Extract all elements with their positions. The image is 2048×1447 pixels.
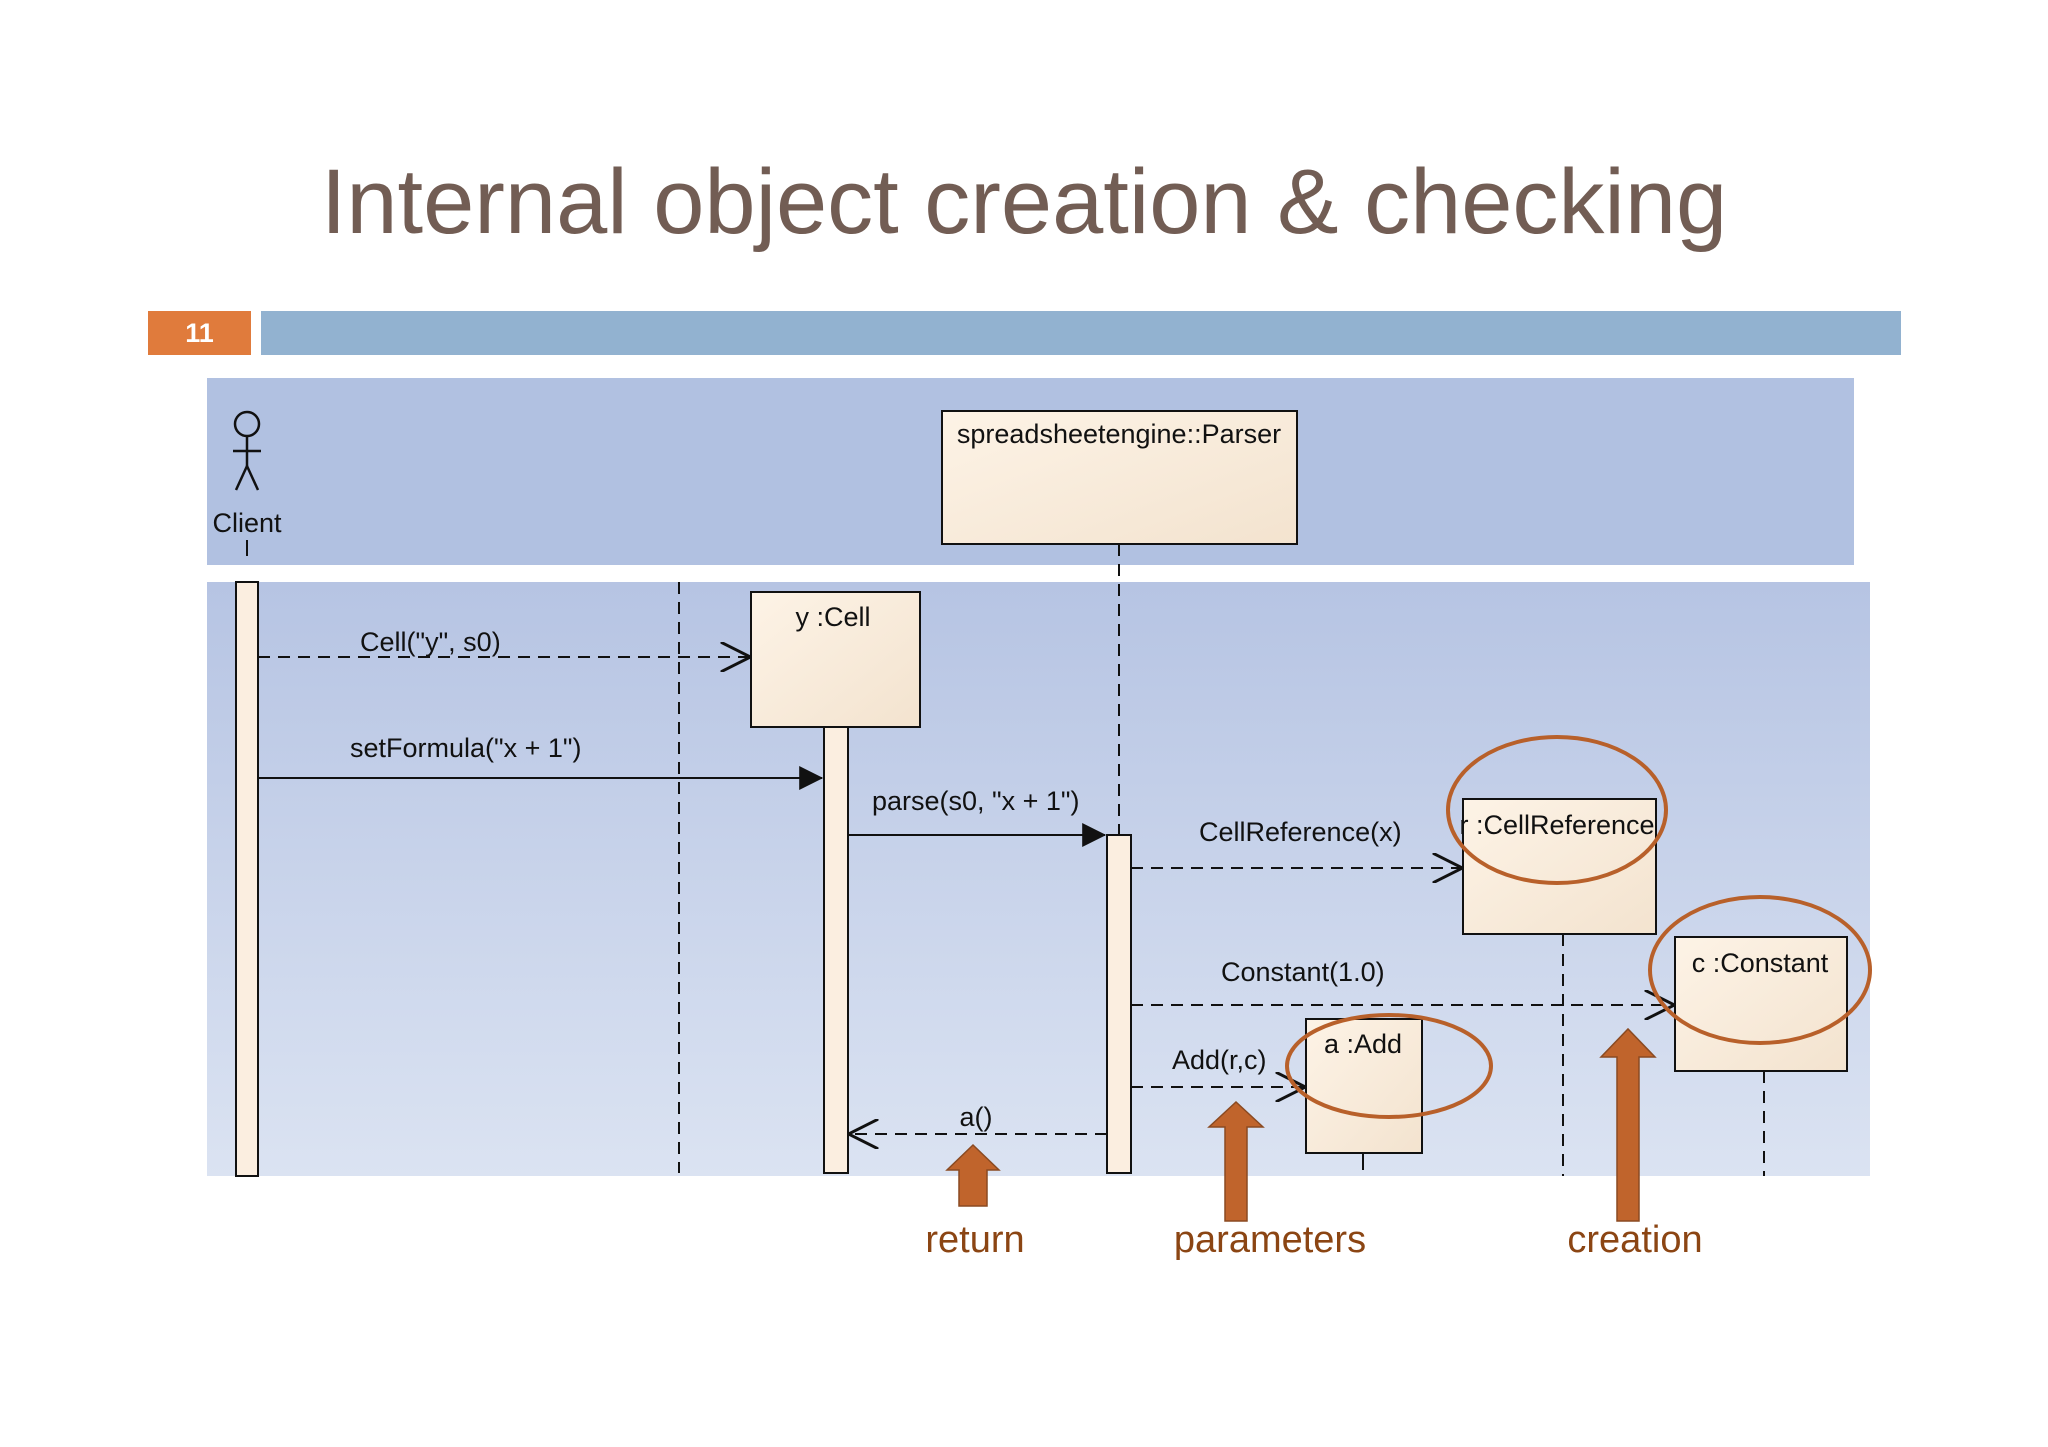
parameters-caption: parameters (1174, 1219, 1366, 1261)
set-formula-label: setFormula("x + 1") (350, 733, 581, 763)
create-cell-label: Cell("y", s0) (360, 627, 501, 657)
add-lifeline-label: a :Add (1324, 1029, 1402, 1059)
client-activation-bar (235, 581, 259, 1177)
create-add-label: Add(r,c) (1172, 1045, 1267, 1075)
page-number-badge: 11 (148, 311, 251, 355)
creation-caption: creation (1567, 1219, 1702, 1261)
return-pointer-arrow (945, 1143, 1001, 1207)
client-actor-label: Client (212, 508, 282, 538)
parser-lifeline-label: spreadsheetengine::Parser (957, 419, 1281, 449)
create-cellref-label: CellReference(x) (1199, 817, 1402, 847)
cell-activation-bar (823, 726, 849, 1174)
cellref-highlight-ellipse (1446, 735, 1668, 885)
cellref-lifeline-label: r :CellReference (1459, 810, 1654, 840)
constant-lifeline-label: c :Constant (1692, 948, 1829, 978)
constant-lifeline-box (1674, 936, 1848, 1072)
parser-lifeline-box (941, 410, 1298, 545)
header-bar (261, 311, 1901, 355)
creation-pointer-arrow (1599, 1027, 1657, 1222)
create-constant-label: Constant(1.0) (1221, 957, 1385, 987)
return-label: a() (960, 1102, 993, 1132)
parser-activation-bar (1106, 834, 1132, 1174)
add-highlight-ellipse (1285, 1013, 1493, 1119)
cell-lifeline-box (750, 591, 921, 728)
parameters-pointer-arrow (1207, 1100, 1265, 1222)
return-caption: return (925, 1219, 1024, 1261)
parse-label: parse(s0, "x + 1") (872, 786, 1080, 816)
client-actor-icon (233, 410, 261, 491)
slide-title: Internal object creation & checking (320, 151, 1728, 253)
constant-highlight-ellipse (1648, 895, 1872, 1045)
add-lifeline-box (1305, 1018, 1423, 1154)
cell-lifeline-label: y :Cell (795, 602, 870, 632)
